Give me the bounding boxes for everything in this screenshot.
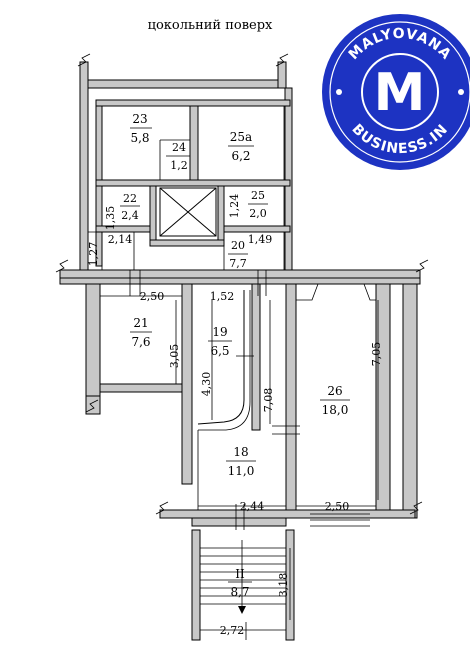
- wall-left-upper: [79, 61, 89, 273]
- corridor-curve: [197, 290, 245, 425]
- room-20-area: 7,7: [229, 257, 247, 270]
- room-20-number: 20: [231, 239, 245, 252]
- wall-bottom-inner: [191, 517, 287, 527]
- dimension-labels: 1,35 1,24 2,14 1,49 1,27 2,50 1,52 3,05 …: [87, 194, 383, 637]
- dim-3-18: 3,18: [277, 573, 290, 598]
- wall-stair-left: [191, 529, 201, 641]
- wall-19-right: [251, 283, 261, 431]
- room-23-area: 5,8: [130, 131, 149, 145]
- watermark-logo: M MALYOVANA BUSINESS.IN: [322, 14, 470, 170]
- room-labels: 23 5,8 24 1,2 25а 6,2 22 2,4 25 2,0 20 7…: [120, 112, 350, 599]
- linework: [55, 53, 429, 640]
- room-18-number: 18: [233, 445, 248, 459]
- wall-21-bottom: [99, 383, 183, 393]
- floor-title: цокольний поверх: [147, 18, 273, 33]
- wall-right-outer: [402, 283, 418, 519]
- wall-right-top: [277, 61, 287, 89]
- room-25-area: 2,0: [249, 207, 267, 220]
- room-21-number: 21: [133, 316, 148, 330]
- room-19-number: 19: [212, 325, 227, 339]
- dim-2-50-bottom: 2,50: [325, 500, 350, 513]
- staircase: [200, 540, 286, 640]
- watermark-circle: [322, 14, 470, 170]
- wall-21-left: [85, 283, 101, 405]
- dim-1-35: 1,35: [104, 206, 117, 231]
- room-24-number: 24: [172, 141, 186, 154]
- room-26-number: 26: [327, 384, 342, 398]
- dim-2-72: 2,72: [220, 624, 245, 637]
- dim-7-08: 7,08: [262, 388, 275, 413]
- dim-2-50-top: 2,50: [140, 290, 165, 303]
- dim-3-05: 3,05: [168, 344, 181, 369]
- wall-mid-upper: [189, 105, 199, 183]
- wall-shaft-left: [149, 185, 157, 245]
- room-25a-number: 25а: [230, 130, 252, 144]
- room-23-number: 23: [132, 112, 147, 126]
- room-25-number: 25: [251, 189, 265, 202]
- room-22-area: 2,4: [121, 209, 139, 222]
- room-26-area: 18,0: [322, 403, 349, 417]
- dim-2-44: 2,44: [240, 500, 265, 513]
- room-24-area: 1,2: [170, 159, 188, 172]
- wall-25-bottom: [223, 225, 291, 233]
- room-II-area: 8,7: [230, 585, 249, 599]
- elevator-shaft: [159, 187, 217, 237]
- room-19-area: 6,5: [210, 344, 229, 358]
- room-25a-area: 6,2: [231, 149, 250, 163]
- room-21-area: 7,6: [131, 335, 150, 349]
- wall-bottom: [159, 509, 416, 519]
- dim-7-05: 7,05: [370, 342, 383, 367]
- wall-corridor-top: [59, 269, 421, 279]
- room-II-number: II: [235, 567, 245, 581]
- wall-21-right: [181, 283, 193, 485]
- wall-26-left: [285, 283, 297, 517]
- watermark-letter: M: [374, 63, 427, 123]
- stair-arrow-icon: [238, 606, 246, 614]
- wall-shaft-bottom: [149, 239, 225, 247]
- wall-row-divider: [95, 179, 291, 187]
- dim-2-14: 2,14: [108, 233, 133, 246]
- wall-shaft-right: [217, 185, 225, 245]
- dim-4-30: 4,30: [200, 372, 213, 397]
- dim-1-49: 1,49: [248, 233, 273, 246]
- dim-1-24: 1,24: [228, 194, 241, 219]
- dim-1-27: 1,27: [87, 242, 100, 267]
- dim-1-52: 1,52: [210, 290, 235, 303]
- room-18-area: 11,0: [228, 464, 255, 478]
- wall-corridor-band: [59, 277, 421, 285]
- wall-upper-inner: [95, 99, 291, 107]
- room-22-number: 22: [123, 192, 137, 205]
- wall-top: [87, 79, 279, 89]
